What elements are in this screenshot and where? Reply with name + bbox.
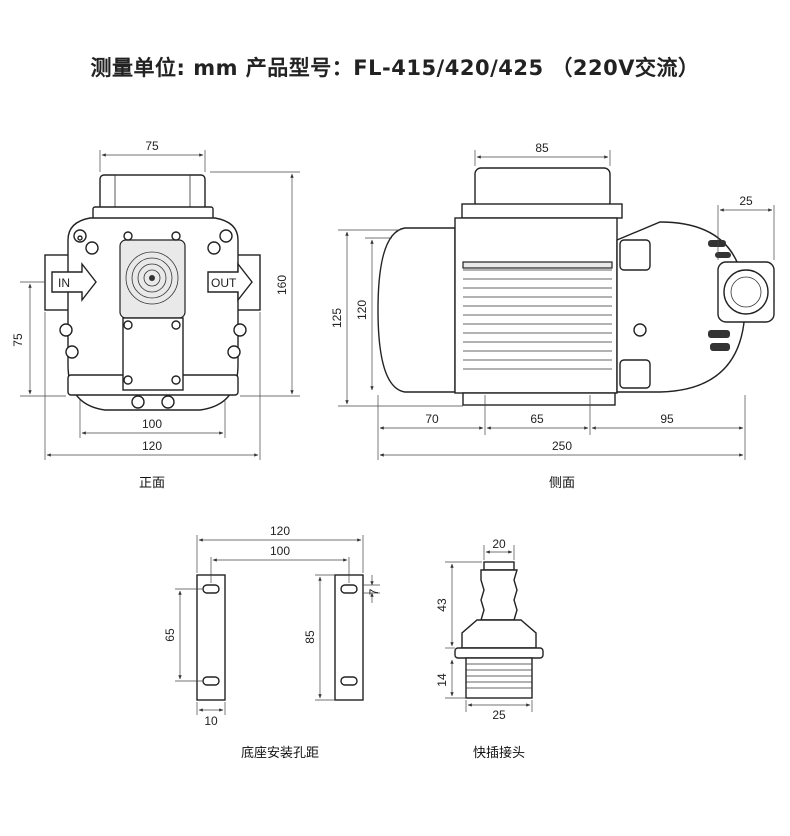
base-dim-outer: 120 — [270, 524, 290, 538]
connector-dim-43: 43 — [435, 598, 449, 612]
base-dim-inner: 100 — [270, 544, 290, 558]
connector-dim-bottom: 25 — [492, 708, 506, 722]
base-mounting-view: 120 100 65 85 7 10 底座安装孔距 — [163, 524, 381, 761]
base-dim-right: 85 — [303, 630, 317, 644]
side-dim-total: 250 — [552, 439, 572, 453]
side-caption: 侧面 — [549, 476, 575, 491]
side-dim-outlet: 25 — [739, 194, 753, 208]
side-dim-95: 95 — [660, 412, 674, 426]
out-label: OUT — [211, 276, 237, 290]
cooling-fins — [463, 269, 612, 370]
thread-lines — [466, 663, 532, 689]
front-dim-height: 160 — [275, 275, 289, 295]
front-dim-top: 75 — [145, 139, 159, 153]
side-dim-70: 70 — [425, 412, 439, 426]
quick-connector-view: 20 43 14 25 快插接头 — [435, 537, 544, 761]
front-view: IN OUT — [11, 139, 300, 491]
connector-dim-14: 14 — [435, 673, 449, 687]
base-dim-left: 65 — [163, 628, 177, 642]
base-dim-bottom: 10 — [204, 714, 218, 728]
in-label: IN — [58, 276, 70, 290]
connector-caption: 快插接头 — [473, 745, 525, 761]
base-caption: 底座安装孔距 — [241, 745, 319, 761]
pump-slots — [633, 240, 731, 351]
front-dim-left: 75 — [11, 333, 25, 347]
side-dim-top: 85 — [535, 141, 549, 155]
side-dim-125: 125 — [330, 308, 344, 328]
side-dim-120: 120 — [355, 300, 369, 320]
front-caption: 正面 — [139, 476, 165, 491]
connector-dim-top: 20 — [492, 537, 506, 551]
front-dim-bolt: 100 — [142, 417, 162, 431]
page-title: 测量单位: mm 产品型号：FL-415/420/425 （220V交流） — [90, 56, 700, 80]
front-dim-width: 120 — [142, 439, 162, 453]
front-bolts — [59, 229, 247, 409]
base-dim-small: 7 — [367, 588, 381, 595]
center-rings — [125, 251, 179, 305]
side-view: 85 25 125 120 70 65 95 250 侧面 — [330, 141, 775, 491]
side-dim-65: 65 — [530, 412, 544, 426]
